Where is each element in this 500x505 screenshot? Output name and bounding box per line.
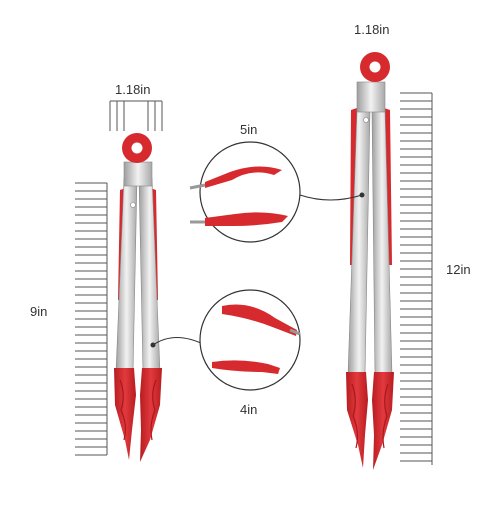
large-head-width-label: 1.18in [354,22,390,37]
upper-head-callout [189,141,365,243]
upper-callout-label: 5in [240,122,258,137]
lower-head-callout [150,289,301,391]
small-length-label: 9in [30,304,48,319]
small-head-width-bracket [109,100,163,131]
large-length-label: 12in [446,262,471,277]
small-head-width-label: 1.18in [115,82,151,97]
large-tongs-illustration [346,52,394,470]
lower-callout-label: 4in [240,402,258,417]
small-tongs-illustration [114,133,162,462]
small-ruler [75,182,108,456]
large-ruler [400,92,433,465]
